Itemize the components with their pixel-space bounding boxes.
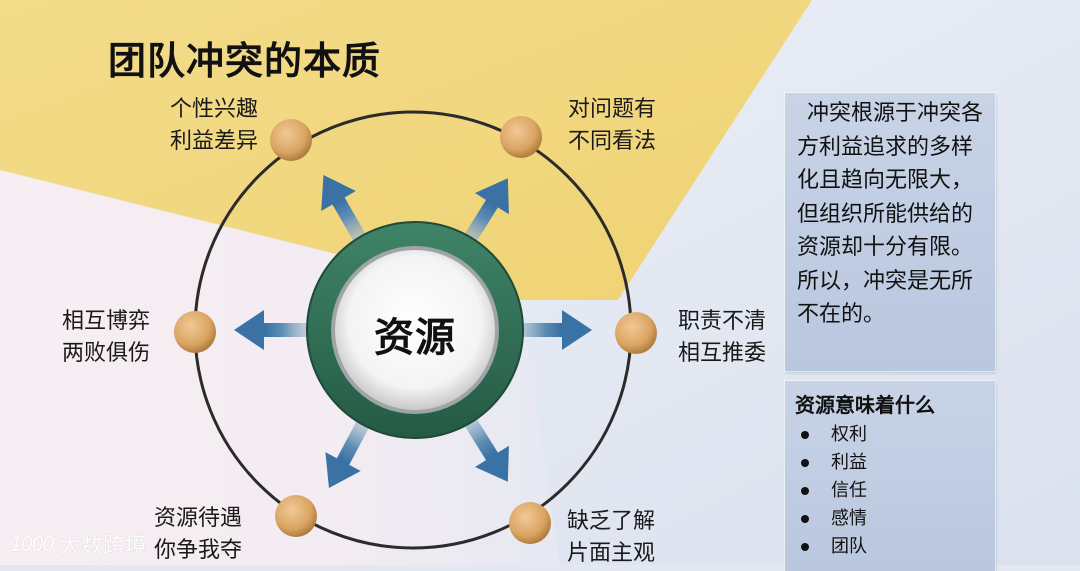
resources-list: 权利 利益 信任 感情 团队	[795, 421, 995, 561]
node-line: 个性兴趣	[170, 97, 259, 122]
watermark-logo-icon: 1000	[10, 532, 55, 556]
node-label-left: 相互博弈 两败俱伤	[62, 306, 150, 370]
explanation-text: 冲突根源于冲突各方利益追求的多样化且趋向无限大，但组织所能供给的资源却十分有限。…	[797, 101, 984, 327]
list-item: 利益	[795, 449, 995, 477]
list-item: 感情	[795, 505, 995, 533]
node-line: 片面主观	[567, 541, 656, 566]
node-dot	[174, 311, 216, 353]
node-line: 对问题有	[568, 97, 657, 122]
node-line: 不同看法	[568, 129, 657, 154]
node-dot	[509, 502, 551, 544]
bullet-icon	[801, 515, 809, 523]
node-line: 相互博弈	[62, 309, 151, 334]
node-label-bottom-left: 资源待遇 你争我夺	[154, 503, 242, 567]
watermark-text: 大数跨境	[58, 534, 147, 559]
list-item: 权利	[795, 421, 995, 449]
bullet-icon	[801, 543, 809, 551]
page-title: 团队冲突的本质	[108, 39, 382, 83]
node-label-top-right: 对问题有 不同看法	[568, 94, 656, 158]
list-item: 信任	[795, 477, 995, 505]
node-dot	[500, 116, 542, 158]
node-line: 两败俱伤	[62, 341, 151, 366]
node-dot	[275, 495, 317, 537]
node-line: 缺乏了解	[567, 509, 656, 534]
bullet-icon	[801, 459, 809, 467]
node-line: 利益差异	[170, 129, 259, 154]
bullet-icon	[801, 487, 809, 495]
resources-box: 资源意味着什么 权利 利益 信任 感情 团队	[785, 381, 995, 571]
watermark: 1000 大数跨境	[10, 528, 147, 560]
bullet-icon	[801, 431, 809, 439]
resources-heading: 资源意味着什么	[795, 393, 935, 417]
node-dot	[615, 312, 657, 354]
explanation-box: 冲突根源于冲突各方利益追求的多样化且趋向无限大，但组织所能供给的资源却十分有限。…	[785, 93, 995, 371]
node-line: 相互推委	[678, 341, 767, 366]
node-line: 你争我夺	[154, 538, 243, 563]
node-label-bottom-right: 缺乏了解 片面主观	[567, 506, 655, 570]
list-item: 团队	[795, 533, 995, 561]
node-label-top-left: 个性兴趣 利益差异	[170, 94, 258, 158]
node-label-right: 职责不清 相互推委	[678, 306, 766, 370]
node-dot	[270, 119, 312, 161]
node-line: 资源待遇	[154, 506, 243, 531]
node-line: 职责不清	[678, 309, 767, 334]
hub-label: 资源	[374, 315, 456, 361]
